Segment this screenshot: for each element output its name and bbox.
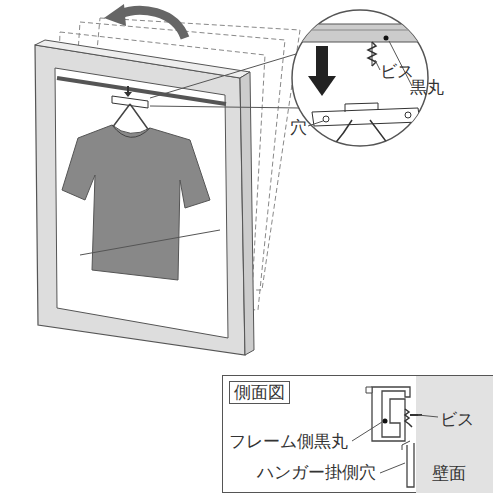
panel-heading: 側面図 bbox=[229, 381, 290, 404]
part-label: ビス bbox=[440, 410, 474, 429]
wall-label: 壁面 bbox=[432, 464, 466, 483]
part-label: 穴 bbox=[290, 118, 307, 137]
wall-area: 壁面 bbox=[416, 376, 493, 493]
part-label: 黒丸 bbox=[410, 78, 444, 97]
part-label: ビス bbox=[380, 62, 414, 81]
part-label: ハンガー掛側穴 bbox=[257, 463, 376, 482]
part-label: フレーム側黒丸 bbox=[229, 432, 348, 451]
